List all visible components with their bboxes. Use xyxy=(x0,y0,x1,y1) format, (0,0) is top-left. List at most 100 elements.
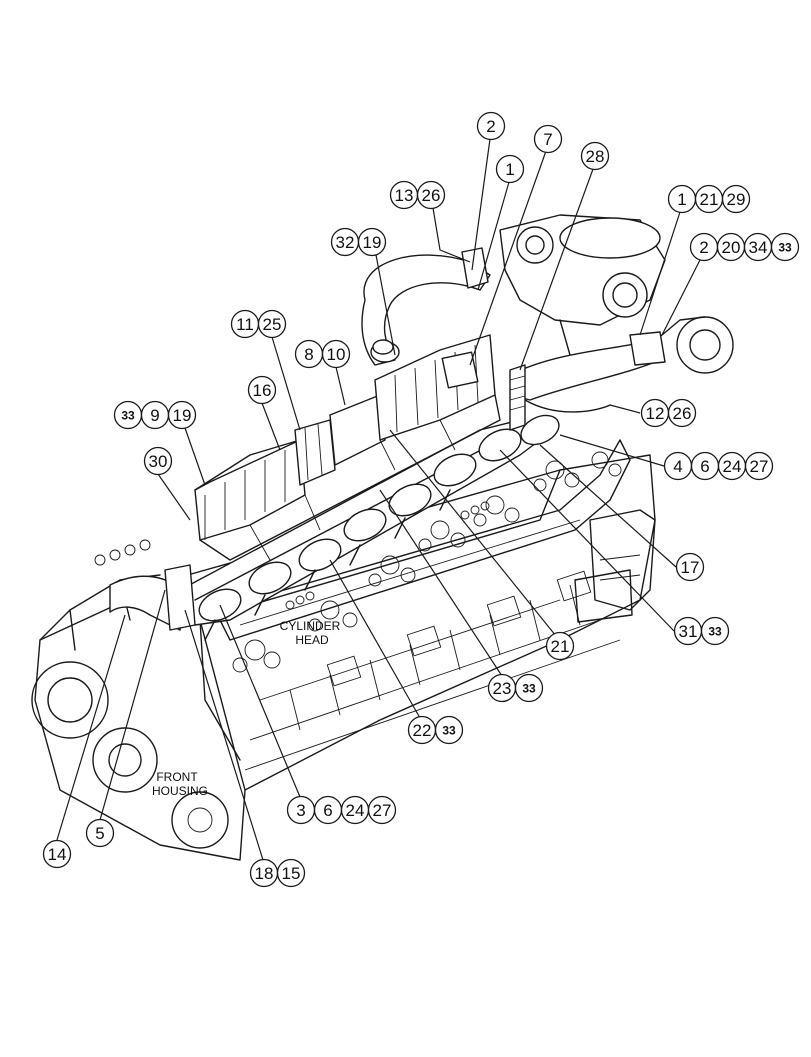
heat-shield xyxy=(194,334,501,561)
cylinder-head-note-line1: CYLINDER xyxy=(280,619,341,633)
callout-bubble xyxy=(247,375,277,405)
callout-c1: 2 xyxy=(476,111,506,141)
callout-number: 24 xyxy=(723,457,742,476)
callout-number: 24 xyxy=(346,801,365,820)
callout-bubble xyxy=(770,232,800,262)
callout-bubble xyxy=(257,309,287,339)
callout-c20: 22 33 xyxy=(407,715,464,745)
front-housing-note-line2: HOUSING xyxy=(152,784,208,798)
callout-bubble xyxy=(143,446,173,476)
callout-number: 26 xyxy=(673,404,692,423)
callout-number: 12 xyxy=(646,404,665,423)
callout-number: 11 xyxy=(236,315,254,334)
callout-bubble xyxy=(667,398,697,428)
callout-bubble xyxy=(476,111,506,141)
callout-number: 10 xyxy=(327,345,346,364)
callout-number: 31 xyxy=(679,622,698,641)
callout-c8: 2 20 34 33 xyxy=(689,232,800,262)
callout-number: 6 xyxy=(323,801,332,820)
callout-bubble xyxy=(416,180,446,210)
callout-number: 2 xyxy=(699,238,708,257)
callout-c13: 33 9 19 xyxy=(113,400,197,430)
callout-bubble xyxy=(533,124,563,154)
callout-bubble xyxy=(367,795,397,825)
callout-number: 4 xyxy=(673,457,682,476)
callout-c19: 23 33 xyxy=(487,673,544,703)
callout-number: 2 xyxy=(486,117,495,136)
callout-bubble xyxy=(514,673,544,703)
cylinder-head-note-line2: HEAD xyxy=(295,633,329,647)
callout-number: 30 xyxy=(149,452,168,471)
callout-bubble xyxy=(434,715,464,745)
callout-number: 34 xyxy=(749,238,768,257)
front-housing-note-line1: FRONT xyxy=(156,770,198,784)
callout-bubble xyxy=(545,631,575,661)
callout-number: 27 xyxy=(750,457,769,476)
callout-number: 8 xyxy=(304,345,313,364)
callout-bubble xyxy=(580,141,610,171)
callout-c14: 30 xyxy=(143,446,173,476)
leader-lines xyxy=(56,138,701,861)
callout-number: 3 xyxy=(296,801,305,820)
engine-block xyxy=(31,454,656,861)
callout-number: 7 xyxy=(543,130,552,149)
callout-c12: 12 26 xyxy=(640,398,697,428)
callout-c22: 5 xyxy=(85,818,115,848)
callout-number: 32 xyxy=(336,233,355,252)
callout-number: 18 xyxy=(255,864,274,883)
callout-bubble xyxy=(321,339,351,369)
callout-c5: 13 26 xyxy=(389,180,446,210)
callout-number: 33 xyxy=(121,409,135,423)
callout-number: 25 xyxy=(263,315,282,334)
callout-number: 20 xyxy=(722,238,741,257)
callout-bubble xyxy=(357,227,387,257)
callout-bubble xyxy=(42,839,72,869)
callout-number: 19 xyxy=(363,233,382,252)
callout-c16: 17 xyxy=(675,552,705,582)
callout-number: 13 xyxy=(395,186,414,205)
callout-number: 21 xyxy=(700,190,719,209)
callout-number: 33 xyxy=(522,682,536,696)
callout-bubble xyxy=(721,184,751,214)
callout-c2: 7 xyxy=(533,124,563,154)
callout-number: 5 xyxy=(95,824,104,843)
callout-number: 22 xyxy=(413,721,432,740)
callout-number: 6 xyxy=(700,457,709,476)
callout-number: 33 xyxy=(778,241,792,255)
callout-number: 19 xyxy=(173,406,192,425)
callout-number: 16 xyxy=(253,381,272,400)
callout-c4: 28 xyxy=(580,141,610,171)
callout-c3: 1 xyxy=(495,154,525,184)
callout-number: 15 xyxy=(282,864,301,883)
callout-c11: 16 xyxy=(247,375,277,405)
callout-bubble xyxy=(675,552,705,582)
callout-bubble xyxy=(744,451,774,481)
callout-c9: 11 25 xyxy=(230,309,287,339)
callout-bubble xyxy=(167,400,197,430)
callout-number: 23 xyxy=(493,679,512,698)
callout-c10: 8 10 xyxy=(294,339,351,369)
callout-number: 33 xyxy=(708,625,722,639)
callout-number: 21 xyxy=(551,637,570,656)
callout-bubble xyxy=(276,858,306,888)
callout-number: 1 xyxy=(677,190,686,209)
callout-c18: 21 xyxy=(545,631,575,661)
callout-bubble xyxy=(495,154,525,184)
callout-number: 14 xyxy=(48,845,67,864)
callout-bubble xyxy=(700,616,730,646)
callout-number: 28 xyxy=(586,147,605,166)
exhaust-manifold xyxy=(109,414,560,641)
callout-number: 26 xyxy=(422,186,441,205)
callout-number: 33 xyxy=(442,724,456,738)
callout-number: 17 xyxy=(681,558,700,577)
callout-c7: 32 19 xyxy=(330,227,387,257)
callout-number: 9 xyxy=(150,406,159,425)
callout-c23: 14 xyxy=(42,839,72,869)
